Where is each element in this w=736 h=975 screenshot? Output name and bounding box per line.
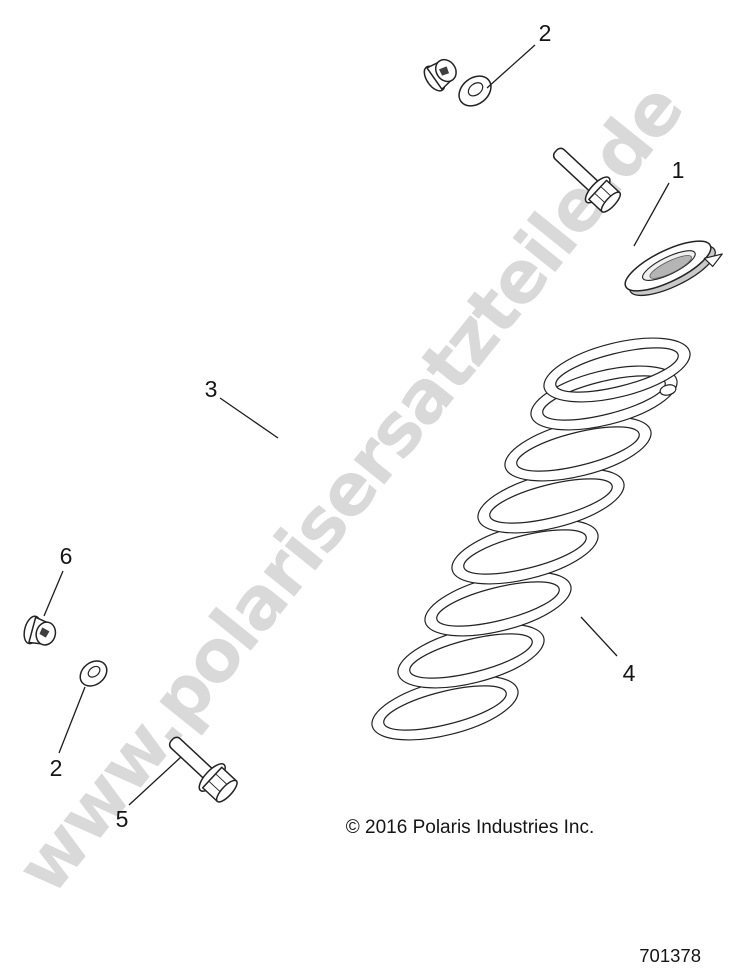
spring-coil	[477, 468, 625, 534]
callout-5-label: 5	[116, 806, 129, 832]
spring-retainer-drawing	[624, 240, 723, 297]
nut-socket-hole	[39, 627, 50, 638]
bolt-head-end	[215, 779, 238, 803]
bolt-head-end	[600, 191, 622, 213]
leader-line-3	[219, 397, 279, 439]
top-mount-bolt-drawing	[552, 147, 622, 213]
spring-coil	[451, 519, 599, 585]
nut-socket-hole	[438, 66, 450, 76]
spring-coil	[397, 623, 545, 689]
leader-lines	[43, 44, 670, 806]
retainer-hole	[649, 255, 692, 279]
leader-line-5	[128, 756, 182, 806]
callout-6-label: 6	[60, 543, 73, 569]
top-washer-drawing	[458, 75, 492, 107]
leader-line-1	[633, 182, 670, 247]
callout-4-label: 4	[623, 660, 636, 686]
spring-coil	[371, 675, 519, 741]
spring-coil	[543, 337, 691, 403]
spring-coil	[504, 416, 652, 482]
callout-1-label: 1	[672, 157, 685, 183]
drawing-number: 701378	[639, 945, 701, 966]
callout-2-bottom-label: 2	[50, 755, 63, 781]
spring-wire-end	[659, 384, 677, 396]
lower-bolt-drawing	[168, 736, 238, 803]
lower-nut-drawing	[23, 615, 57, 646]
leader-line-2-top	[486, 44, 536, 89]
washer-hole	[87, 665, 101, 678]
spring-coil	[424, 571, 572, 637]
callout-3-label: 3	[205, 376, 218, 402]
top-mount-nut-drawing	[423, 58, 457, 92]
leader-line-4	[580, 616, 618, 657]
callout-2-top-label: 2	[539, 20, 552, 46]
callout-numbers: 2 1 3 4 6 2 5	[50, 20, 685, 832]
lower-washer-drawing	[79, 660, 108, 687]
coil-spring-drawing	[371, 337, 691, 741]
retainer-tab	[703, 253, 723, 268]
washer-hole	[467, 82, 484, 97]
leader-line-6	[43, 570, 64, 617]
leader-line-2-bottom	[58, 686, 86, 754]
copyright-text: © 2016 Polaris Industries Inc.	[346, 817, 594, 838]
